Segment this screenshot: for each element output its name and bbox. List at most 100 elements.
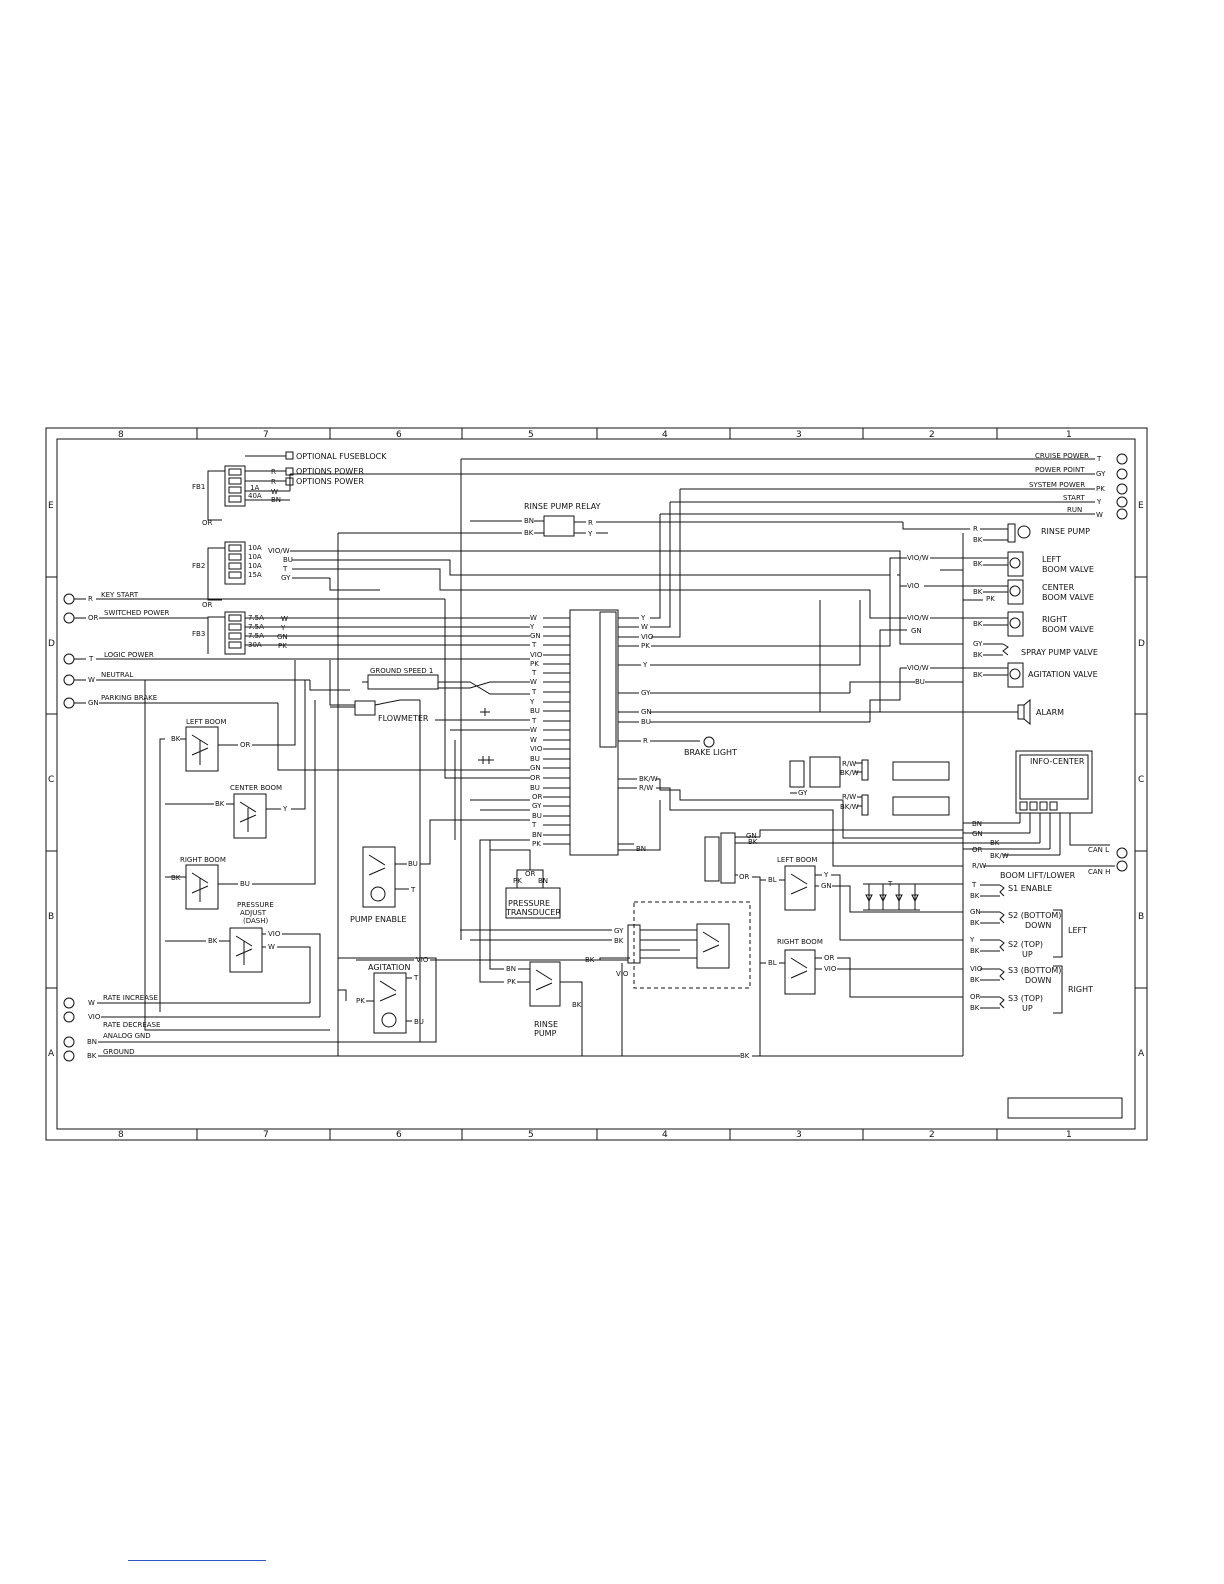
svg-text:Y: Y <box>529 698 535 706</box>
svg-text:T: T <box>887 880 893 888</box>
svg-text:E: E <box>48 501 54 511</box>
svg-text:VIO: VIO <box>907 582 920 590</box>
svg-text:START: START <box>1063 494 1085 502</box>
svg-text:BN: BN <box>532 831 542 839</box>
svg-text:BU: BU <box>408 860 418 868</box>
svg-text:RINSE PUMP RELAY: RINSE PUMP RELAY <box>524 502 601 511</box>
svg-text:W: W <box>271 488 278 496</box>
svg-text:VIO: VIO <box>970 965 983 973</box>
svg-text:VIO: VIO <box>416 956 429 964</box>
svg-text:DOWN: DOWN <box>1025 921 1051 930</box>
svg-text:2: 2 <box>929 1130 935 1140</box>
svg-text:BK: BK <box>171 874 181 882</box>
svg-text:FB3: FB3 <box>192 630 205 638</box>
svg-text:VIO/W: VIO/W <box>907 664 929 672</box>
svg-text:1A: 1A <box>250 484 259 492</box>
svg-text:GY: GY <box>614 927 624 935</box>
svg-text:E: E <box>1138 501 1144 511</box>
svg-text:FB2: FB2 <box>192 562 205 570</box>
svg-text:1: 1 <box>1066 1130 1072 1140</box>
svg-text:BK: BK <box>970 892 980 900</box>
svg-text:PK: PK <box>641 642 650 650</box>
svg-text:10A: 10A <box>248 553 262 561</box>
right-boom-switch: RIGHT BOOM BK BU <box>165 700 316 910</box>
svg-text:BK: BK <box>970 976 980 984</box>
svg-text:BK: BK <box>973 560 983 568</box>
column-labels-top: 8 7 6 5 4 3 2 1 <box>118 430 1072 440</box>
svg-text:W: W <box>641 623 648 631</box>
info-center: INFO-CENTER BN GN BK OR BK/W R/W CAN L C… <box>963 750 1128 876</box>
agitation-valve: VIO/W BU BK AGITATION VALVE <box>907 662 1098 688</box>
svg-text:D: D <box>1138 639 1145 649</box>
footer-link-underline[interactable] <box>128 1560 266 1561</box>
svg-text:S1 ENABLE: S1 ENABLE <box>1008 884 1052 893</box>
svg-text:GN: GN <box>530 632 541 640</box>
svg-text:LEFT BOOM: LEFT BOOM <box>777 856 817 864</box>
svg-text:B: B <box>48 912 54 922</box>
interface-connector: GN BK OR <box>704 829 963 884</box>
left-inputs: R KEY START OR SWITCHED POWER T LOGIC PO… <box>63 591 530 709</box>
svg-text:PRESSURE: PRESSURE <box>237 901 274 909</box>
svg-text:BU: BU <box>530 755 540 763</box>
svg-text:GY: GY <box>532 802 542 810</box>
svg-text:BN: BN <box>506 965 516 973</box>
svg-text:RATE INCREASE: RATE INCREASE <box>103 994 158 1002</box>
svg-text:GY: GY <box>798 789 808 797</box>
svg-text:OR: OR <box>202 519 213 527</box>
svg-text:6: 6 <box>396 1130 402 1140</box>
svg-text:SPRAY PUMP VALVE: SPRAY PUMP VALVE <box>1021 648 1098 657</box>
flowmeter: FLOWMETER <box>330 699 429 723</box>
svg-text:OR: OR <box>88 614 99 622</box>
svg-text:BK/W: BK/W <box>990 852 1009 860</box>
svg-text:GY: GY <box>281 574 291 582</box>
svg-text:4: 4 <box>662 430 668 440</box>
svg-text:BK: BK <box>171 735 181 743</box>
svg-text:BN: BN <box>87 1038 97 1046</box>
fuse-block-fb1: FB1 1A 40A R R W BN OR <box>192 465 281 527</box>
svg-text:FLOWMETER: FLOWMETER <box>378 714 429 723</box>
inner-frame <box>56 438 1136 1130</box>
center-boom-switch: CENTER BOOM BK Y <box>165 680 306 839</box>
svg-text:R/W: R/W <box>842 760 856 768</box>
svg-text:W: W <box>88 676 95 684</box>
svg-text:R: R <box>643 737 648 745</box>
svg-text:VIO: VIO <box>530 651 543 659</box>
svg-text:W: W <box>530 736 537 744</box>
svg-text:R: R <box>271 478 276 486</box>
svg-text:OR: OR <box>824 954 835 962</box>
svg-text:(DASH): (DASH) <box>243 917 268 925</box>
svg-text:AGITATION: AGITATION <box>368 963 411 972</box>
svg-text:LEFT: LEFT <box>1068 926 1087 935</box>
svg-text:UP: UP <box>1022 950 1033 959</box>
svg-text:GY: GY <box>973 640 983 648</box>
svg-text:T: T <box>531 688 537 696</box>
svg-text:VIO: VIO <box>268 930 281 938</box>
svg-text:Y: Y <box>642 661 648 669</box>
svg-text:8: 8 <box>118 1130 124 1140</box>
svg-text:GN: GN <box>641 708 652 716</box>
can-terminators: R/W BK/W R/W BK/W GY <box>789 756 950 816</box>
svg-text:T: T <box>413 974 419 982</box>
svg-text:GROUND: GROUND <box>103 1048 135 1056</box>
row-labels-right: E D C B A <box>1138 501 1145 1059</box>
svg-text:6: 6 <box>396 430 402 440</box>
svg-text:FB1: FB1 <box>192 483 205 491</box>
svg-text:10A: 10A <box>248 562 262 570</box>
svg-text:CENTER: CENTER <box>1042 583 1075 592</box>
svg-text:GN: GN <box>821 882 832 890</box>
svg-text:T: T <box>531 717 537 725</box>
svg-text:BU: BU <box>915 678 925 686</box>
svg-text:2: 2 <box>929 430 935 440</box>
pump-enable-switch: PUMP ENABLE BU T <box>350 819 530 924</box>
svg-text:BU: BU <box>530 707 540 715</box>
rinse-pump-output: R BK RINSE PUMP <box>902 522 1090 544</box>
row-labels-left: E D C B A <box>48 501 55 1059</box>
brake-light-label: BRAKE LIGHT <box>684 748 737 757</box>
svg-text:D: D <box>48 639 55 649</box>
svg-text:Y: Y <box>587 530 593 538</box>
svg-text:BK: BK <box>748 838 758 846</box>
svg-text:PK: PK <box>532 840 541 848</box>
svg-text:INFO-CENTER: INFO-CENTER <box>1030 757 1085 766</box>
svg-text:Y: Y <box>1096 498 1102 506</box>
